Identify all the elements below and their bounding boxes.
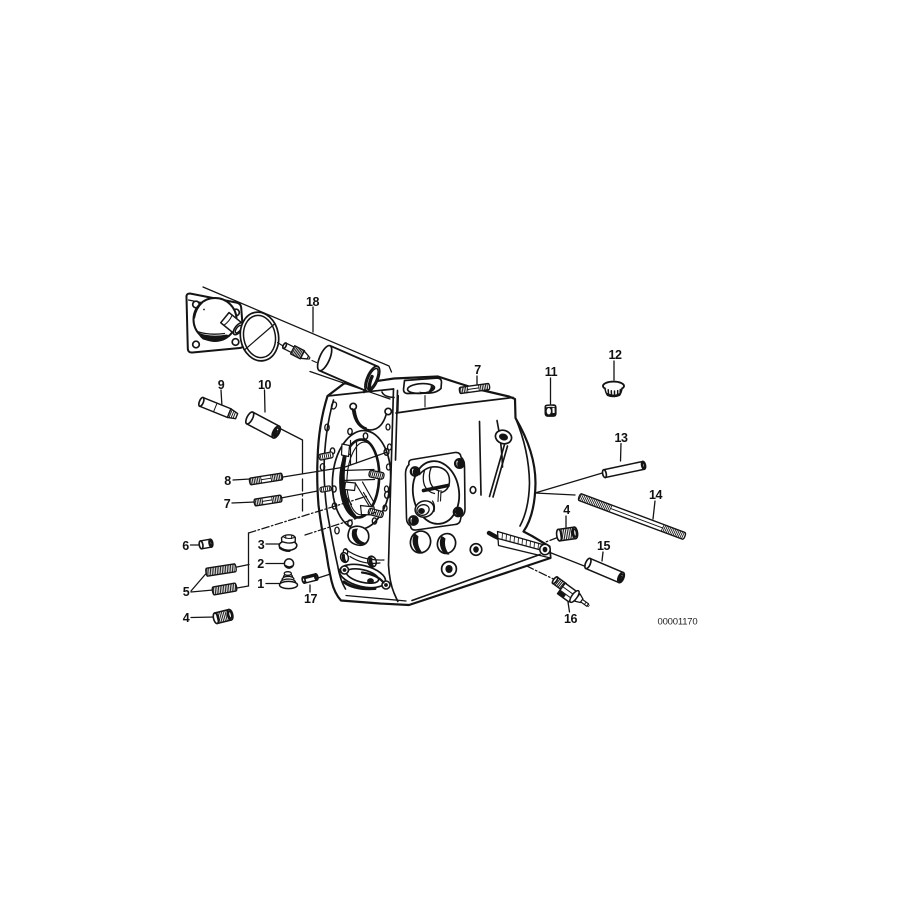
svg-text:2: 2 — [257, 557, 264, 571]
svg-text:16: 16 — [564, 612, 578, 626]
svg-text:6: 6 — [182, 539, 189, 553]
svg-text:4: 4 — [563, 503, 570, 517]
svg-text:14: 14 — [649, 488, 663, 502]
svg-text:15: 15 — [597, 539, 611, 553]
svg-text:00001170: 00001170 — [658, 617, 698, 628]
svg-text:4: 4 — [183, 611, 190, 625]
svg-text:10: 10 — [258, 378, 272, 392]
svg-text:17: 17 — [304, 592, 318, 606]
svg-text:11: 11 — [545, 365, 558, 379]
svg-text:9: 9 — [218, 378, 225, 392]
svg-text:7: 7 — [474, 363, 481, 377]
svg-text:13: 13 — [614, 431, 628, 445]
svg-text:8: 8 — [224, 474, 231, 488]
svg-text:5: 5 — [183, 585, 190, 599]
svg-text:18: 18 — [306, 295, 320, 309]
svg-text:7: 7 — [224, 497, 231, 511]
svg-text:1: 1 — [257, 577, 264, 591]
svg-text:3: 3 — [258, 538, 265, 552]
svg-text:12: 12 — [608, 348, 622, 362]
